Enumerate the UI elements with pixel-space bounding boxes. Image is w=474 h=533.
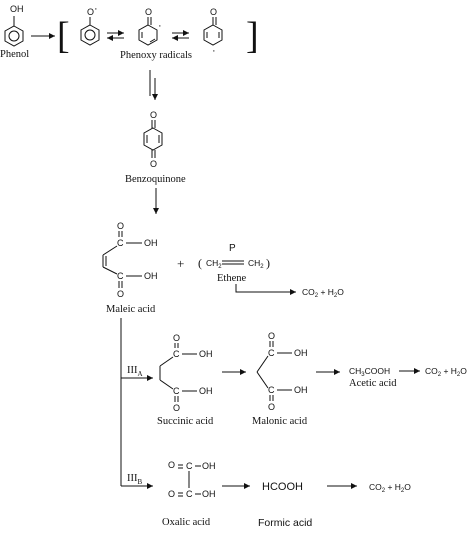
oxalic-acid-structure: O C OH O C OH	[168, 460, 216, 499]
svg-text:O: O	[117, 289, 124, 299]
co2-h2o-ethene: CO2 + H2O	[302, 287, 344, 299]
svg-text:OH: OH	[202, 489, 216, 499]
svg-text:C: C	[117, 238, 124, 248]
phenol-structure: OH	[4, 4, 24, 47]
svg-text:OH: OH	[199, 386, 213, 396]
svg-text:CH2: CH2	[248, 258, 264, 270]
svg-text:O: O	[168, 460, 175, 470]
svg-text:O: O	[173, 333, 180, 343]
svg-text:OH: OH	[199, 349, 213, 359]
phenoxy-radical-3: O ·	[203, 7, 223, 57]
svg-text:·: ·	[212, 45, 216, 57]
phenoxy-radicals-label: Phenoxy radicals	[120, 50, 192, 61]
benzoquinone-structure: O O	[143, 110, 163, 169]
bracket-right: ]	[246, 15, 259, 57]
phenol-label: Phenol	[0, 49, 29, 60]
svg-text:O: O	[168, 489, 175, 499]
phenol-oh: OH	[10, 4, 24, 14]
svg-text:O: O	[210, 7, 217, 17]
svg-text:·: ·	[158, 20, 162, 32]
svg-text:O: O	[117, 221, 124, 231]
malonic-acid-label: Malonic acid	[252, 416, 308, 427]
malonic-acid-structure: O C OH C OH O	[256, 331, 308, 412]
svg-text:O: O	[145, 7, 152, 17]
svg-text:OH: OH	[144, 271, 158, 281]
branch-lines	[120, 318, 153, 489]
co2-h2o-formic: CO2 + H2O	[369, 482, 411, 494]
svg-text:C: C	[186, 489, 193, 499]
svg-text:OH: OH	[294, 348, 308, 358]
svg-text:·: ·	[94, 3, 98, 15]
formic-acid-label: Formic acid	[258, 517, 312, 529]
equilibrium-arrows-2	[172, 30, 189, 41]
svg-text:C: C	[268, 385, 275, 395]
benzoquinone-label: Benzoquinone	[125, 174, 186, 185]
equilibrium-arrows-1	[107, 30, 124, 41]
maleic-acid-structure: O C OH C OH O	[102, 221, 158, 299]
co2-h2o-acetic: CO2 + H2O	[425, 366, 467, 378]
phenoxy-radical-2: O ·	[138, 7, 162, 46]
svg-text:CH2: CH2	[206, 258, 222, 270]
plus-sign: +	[177, 256, 184, 271]
succinic-acid-label: Succinic acid	[157, 416, 214, 427]
ethene-label: Ethene	[217, 273, 246, 284]
svg-text:C: C	[173, 349, 180, 359]
svg-text:OH: OH	[294, 385, 308, 395]
svg-text:C: C	[186, 461, 193, 471]
svg-text:(: (	[198, 256, 202, 270]
acetic-acid-formula: CH3COOH	[349, 366, 390, 378]
arrow-radicals-to-benzoquinone	[149, 70, 158, 100]
phenoxy-radical-1: O ·	[80, 3, 100, 46]
oxalic-acid-label: Oxalic acid	[162, 517, 211, 528]
ethene-structure: P ( CH2 CH2 )	[198, 243, 270, 270]
svg-text:P: P	[229, 243, 236, 254]
svg-text:C: C	[268, 348, 275, 358]
svg-text:O: O	[268, 331, 275, 341]
bracket-left: [	[57, 15, 70, 57]
pathway-iiia: IIIA	[127, 365, 143, 378]
svg-text:O: O	[150, 159, 157, 169]
acetic-acid-label: Acetic acid	[349, 378, 397, 389]
svg-text:O: O	[173, 403, 180, 413]
svg-text:O: O	[150, 110, 157, 120]
formic-acid-formula: HCOOH	[262, 481, 303, 493]
pathway-iiib: IIIB	[127, 473, 143, 486]
svg-text:O: O	[87, 7, 94, 17]
maleic-acid-label: Maleic acid	[106, 304, 156, 315]
arrow-ethene-to-co2	[235, 284, 296, 295]
svg-text:OH: OH	[202, 461, 216, 471]
svg-text:): )	[266, 256, 270, 270]
svg-text:OH: OH	[144, 238, 158, 248]
svg-text:O: O	[268, 402, 275, 412]
svg-text:C: C	[173, 386, 180, 396]
succinic-acid-structure: O C OH C OH O	[159, 333, 213, 413]
svg-text:C: C	[117, 271, 124, 281]
